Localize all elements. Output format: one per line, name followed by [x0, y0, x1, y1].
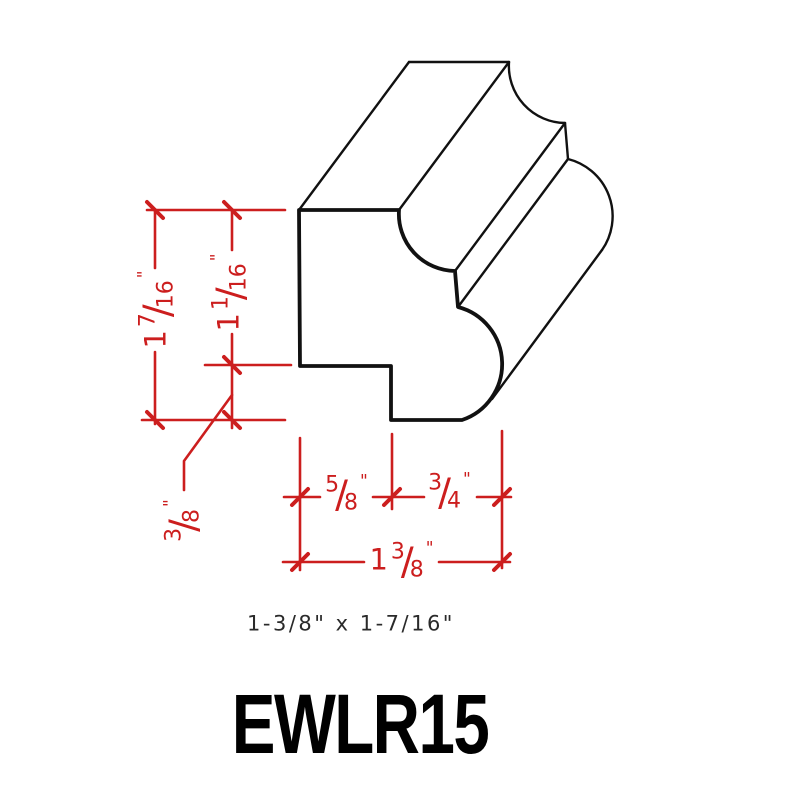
tick: [290, 552, 310, 572]
tick: [290, 487, 310, 507]
extrusion-edge-left: [297, 60, 411, 212]
dim-label-height-upper: 11/16": [207, 254, 253, 332]
tick: [492, 552, 512, 572]
tick: [145, 410, 165, 430]
tick: [382, 487, 402, 507]
extrusion-edge-cove-bottom: [453, 121, 567, 273]
tick: [222, 355, 242, 375]
dim-label-notch-height: 3/8": [160, 500, 206, 542]
tick: [145, 200, 165, 220]
dim-label-height-overall: 17/16": [134, 271, 180, 349]
leader-notch-height: [182, 393, 234, 492]
molding-front-profile: [297, 208, 504, 422]
dim-label-width-right: 3/4": [428, 469, 471, 515]
dimension-lines: [140, 200, 513, 572]
dim-label-width-left: 5/8": [325, 471, 368, 517]
tick: [222, 200, 242, 220]
size-caption: 1-3/8" x 1-7/16": [247, 611, 455, 636]
tick: [492, 487, 512, 507]
part-number-title: EWLR15: [231, 677, 490, 771]
tick: [222, 410, 242, 430]
extrusion-edge-cove-top: [397, 60, 511, 212]
extrusion-edge-fillet: [456, 157, 570, 309]
molding-shape: [297, 60, 614, 422]
extrusion-edge-silhouette: [490, 248, 604, 401]
